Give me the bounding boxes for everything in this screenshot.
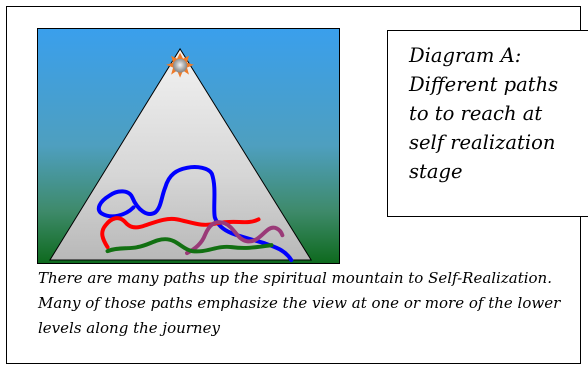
paths-icon [96,165,294,263]
diagram-description: There are many paths up the spiritual mo… [38,269,561,337]
mountain-shape [49,47,313,261]
purple-path [185,220,285,256]
sun-icon [166,52,194,78]
mountain-svg [38,29,339,263]
diagram-caption: Diagram A: Different paths to to reach a… [409,44,559,183]
diagram-frame: Diagram A: Different paths to to reach a… [6,6,588,364]
mountain-illustration [37,28,340,264]
green-path [105,237,274,254]
caption-box: Diagram A: Different paths to to reach a… [387,30,588,217]
